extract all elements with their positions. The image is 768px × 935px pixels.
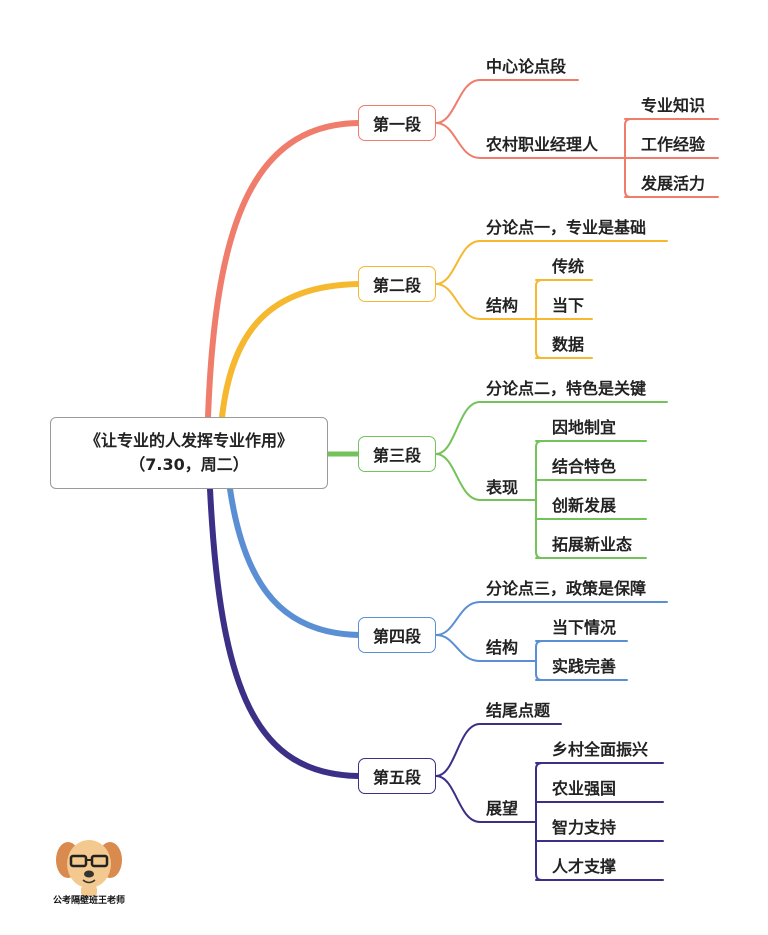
trunk-connector-4: [227, 486, 361, 638]
section-1-item-1[interactable]: 专业知识: [641, 96, 706, 115]
trunk-connector-2: [219, 281, 361, 420]
root-topic[interactable]: 《让专业的人发挥专业作用》 （7.30，周二）: [50, 417, 328, 489]
section-1-item-3[interactable]: 发展活力: [641, 174, 706, 193]
item-spine-5: [535, 762, 543, 881]
head-connector-1: [435, 79, 579, 124]
section-node-1[interactable]: 第一段: [358, 105, 436, 141]
section-node-5[interactable]: 第五段: [358, 758, 436, 794]
section-3-item-3[interactable]: 创新发展: [552, 496, 617, 515]
item-spine-4: [535, 640, 543, 681]
section-4-item-1[interactable]: 当下情况: [552, 618, 617, 637]
section-1-sub-label[interactable]: 农村职业经理人: [486, 135, 599, 154]
section-3-item-1[interactable]: 因地制宜: [552, 418, 617, 437]
head-connector-3: [435, 401, 668, 455]
section-2-item-2[interactable]: 当下: [552, 296, 585, 315]
section-5-sub-label[interactable]: 展望: [486, 799, 519, 818]
section-2-head[interactable]: 分论点一，专业是基础: [486, 218, 647, 237]
section-2-item-1[interactable]: 传统: [552, 257, 585, 276]
sub-connector-1: [435, 122, 626, 159]
sub-connector-4: [435, 634, 537, 662]
section-3-sub-label[interactable]: 表现: [486, 478, 519, 497]
section-node-3[interactable]: 第三段: [358, 436, 436, 472]
head-connector-2: [435, 240, 668, 285]
section-5-item-1[interactable]: 乡村全面振兴: [552, 740, 649, 759]
section-5-item-2[interactable]: 农业强国: [552, 779, 617, 798]
sub-connector-2: [435, 283, 537, 320]
section-1-item-2[interactable]: 工作经验: [641, 135, 706, 154]
section-2-sub-label[interactable]: 结构: [486, 296, 519, 315]
section-node-2[interactable]: 第二段: [358, 266, 436, 302]
trunk-connector-1: [205, 120, 361, 420]
section-1-head[interactable]: 中心论点段: [486, 57, 567, 76]
section-3-item-2[interactable]: 结合特色: [552, 457, 617, 476]
section-2-item-3[interactable]: 数据: [552, 335, 585, 354]
sub-connector-5: [435, 775, 537, 823]
dog-with-glasses-icon: [56, 840, 122, 896]
section-5-item-3[interactable]: 智力支持: [552, 818, 617, 837]
sub-connector-3: [435, 453, 537, 501]
section-3-head[interactable]: 分论点二，特色是关键: [486, 379, 647, 398]
section-4-sub-label[interactable]: 结构: [486, 638, 519, 657]
section-5-item-4[interactable]: 人才支撑: [552, 857, 617, 876]
section-4-item-2[interactable]: 实践完善: [552, 657, 617, 676]
head-connector-5: [435, 723, 562, 777]
section-node-4[interactable]: 第四段: [358, 617, 436, 653]
trunk-connector-5: [207, 486, 361, 779]
section-3-item-4[interactable]: 拓展新业态: [552, 535, 633, 554]
section-5-head[interactable]: 结尾点题: [486, 701, 551, 720]
item-spine-3: [535, 440, 543, 559]
root-subtitle: （7.30，周二）: [129, 455, 249, 474]
watermark-text: 公考隔壁班王老师: [52, 896, 125, 906]
head-connector-4: [435, 601, 668, 636]
root-title: 《让专业的人发挥专业作用》: [84, 431, 293, 450]
section-4-head[interactable]: 分论点三，政策是保障: [486, 579, 647, 598]
